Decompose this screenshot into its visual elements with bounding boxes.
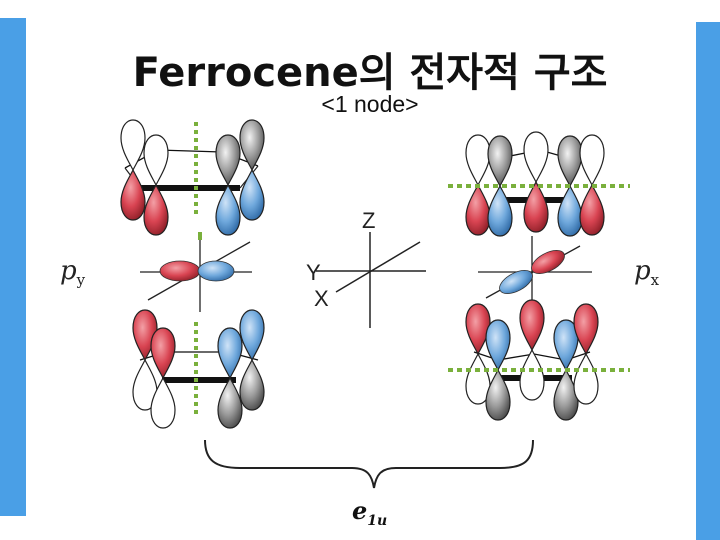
fe-px-orbital — [478, 236, 592, 312]
fe-py-orbital — [140, 236, 252, 312]
orbital-label-py: py — [60, 256, 86, 290]
ring-top-left — [120, 119, 265, 236]
slide-title: Ferrocene의 전자적 구조 — [132, 50, 608, 96]
coordinate-axes — [316, 232, 426, 328]
ring-bottom-right — [465, 299, 599, 421]
right-accent-bar — [696, 22, 720, 540]
axis-label-x: X — [314, 286, 329, 311]
orbital-label-px: px — [634, 256, 660, 290]
left-accent-bar — [0, 18, 26, 516]
grouping-brace — [204, 439, 534, 489]
ring-top-right — [465, 131, 605, 237]
irrep-label: e1u — [352, 496, 388, 529]
axis-label-z: Z — [362, 208, 375, 233]
slide-subtitle: <1 node> — [321, 91, 419, 117]
axis-label-y: Y — [306, 260, 321, 285]
ring-bottom-left — [132, 309, 265, 429]
